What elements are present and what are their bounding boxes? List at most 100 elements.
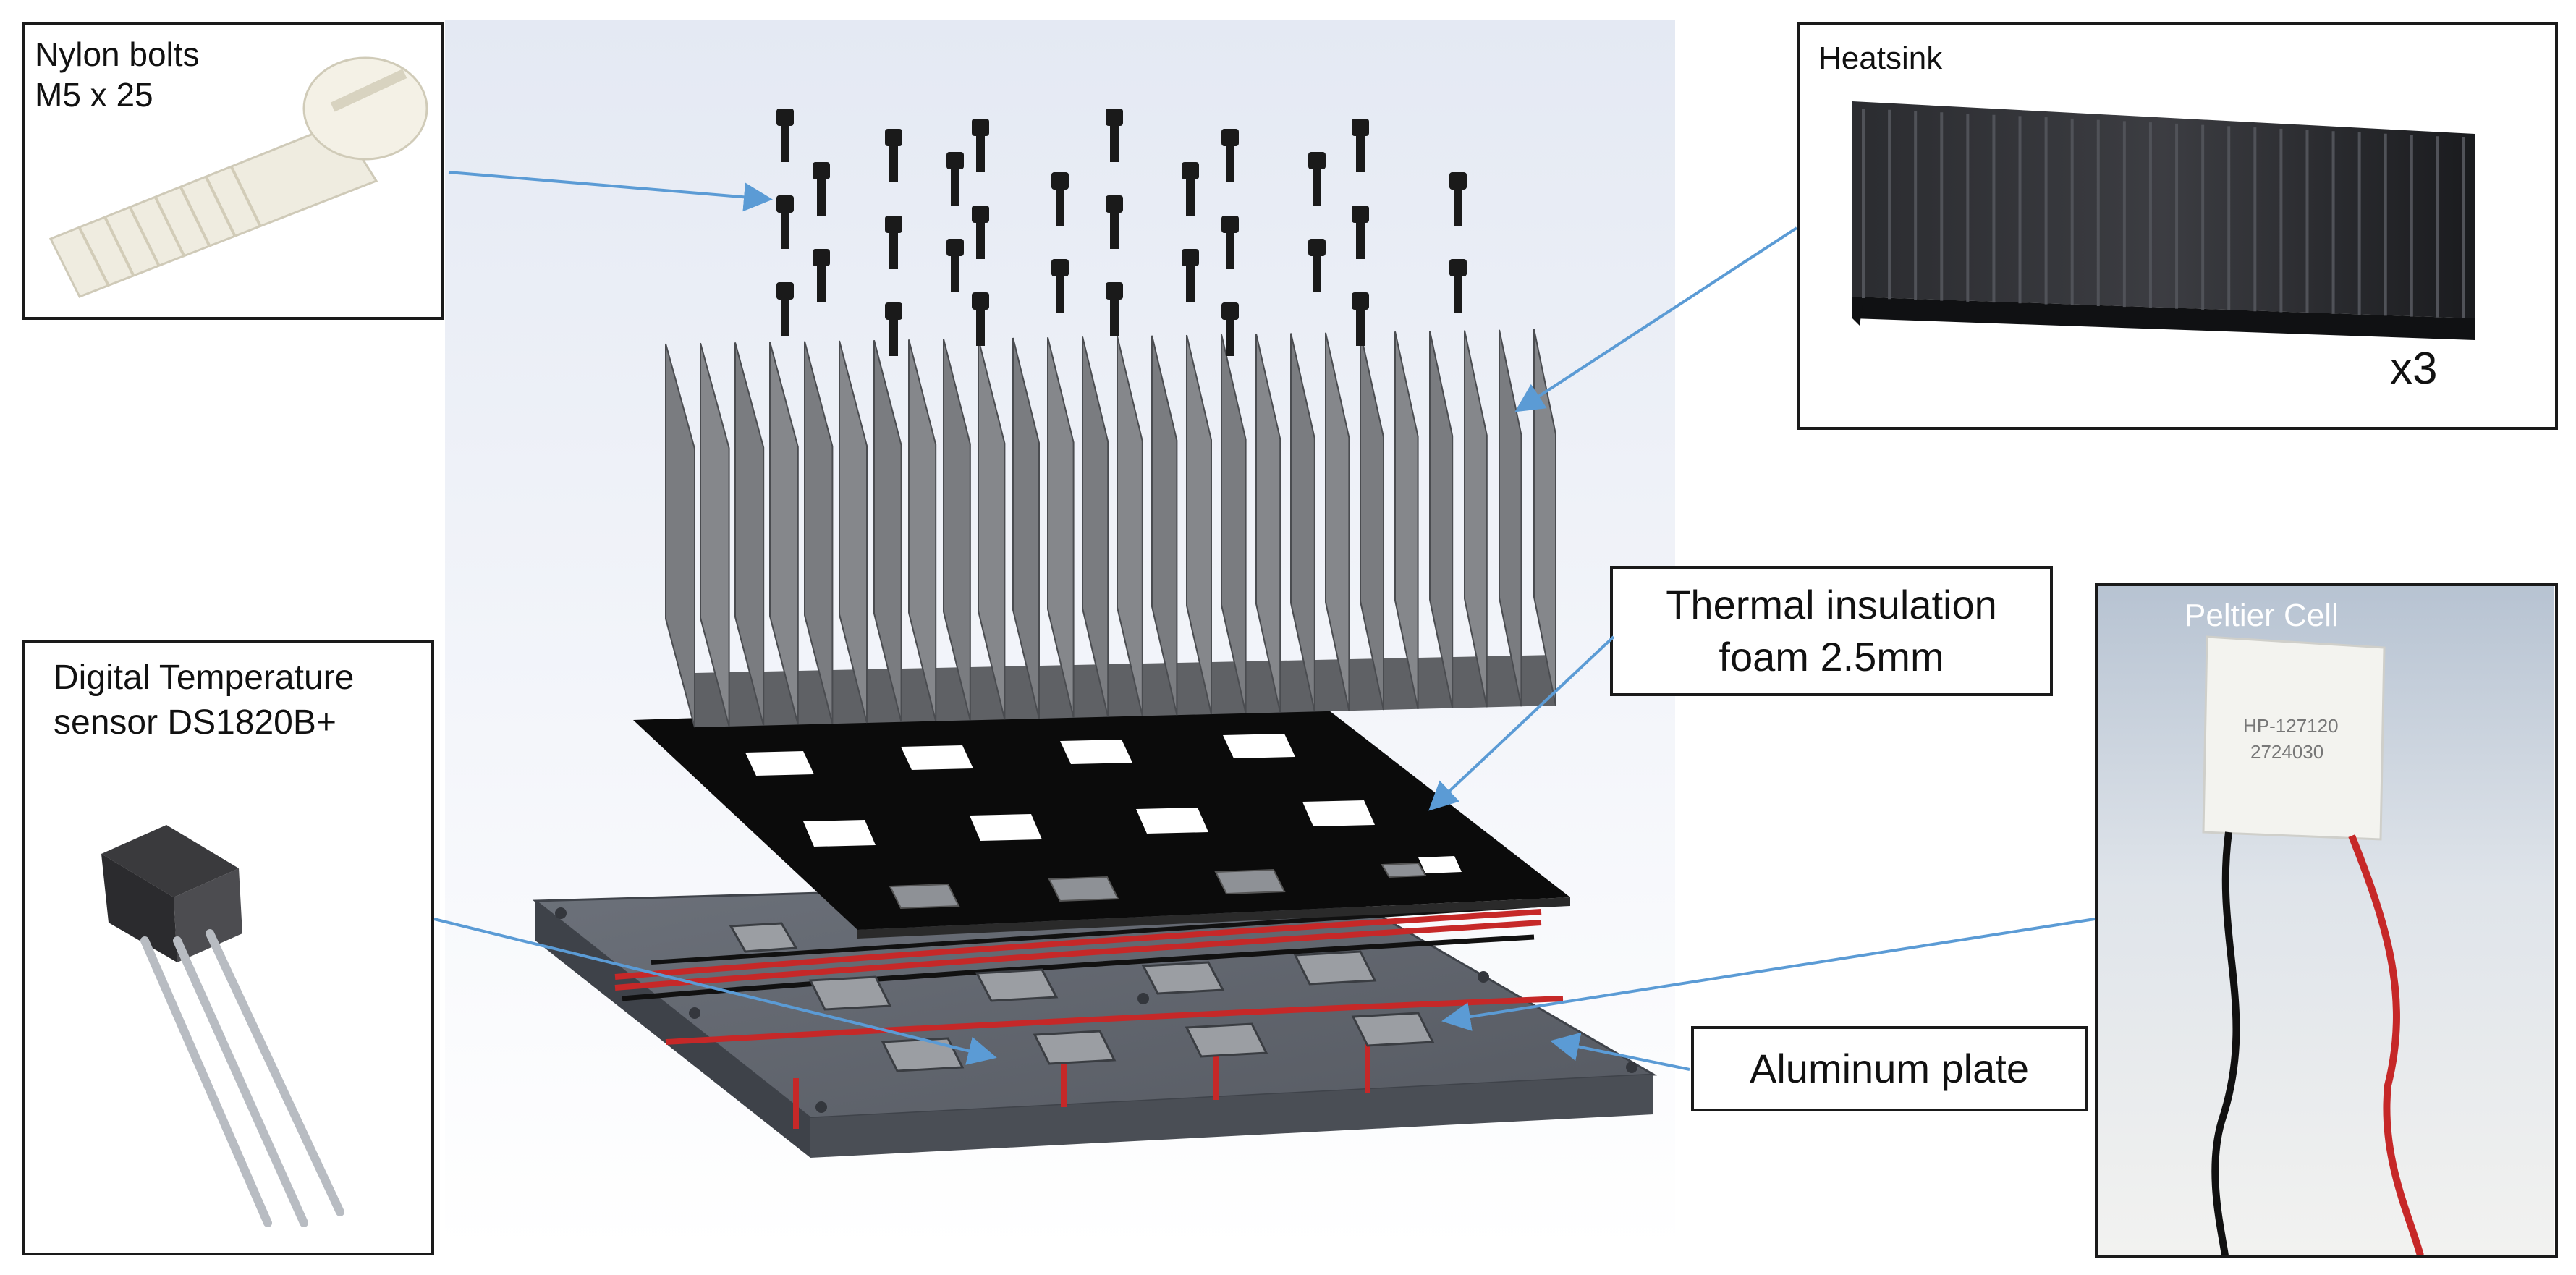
nylon-bolts-label-line2: M5 x 25: [35, 76, 153, 114]
bolt-head: [1051, 259, 1069, 276]
bolt-head: [1106, 282, 1123, 300]
bolt-head: [1449, 172, 1467, 190]
bolt-head: [1449, 259, 1467, 276]
bolt-head: [946, 152, 964, 169]
bolt-head: [813, 162, 830, 179]
heatsink-fin: [1325, 332, 1350, 711]
heatsink-fin: [943, 339, 971, 721]
bolt-shank: [781, 126, 789, 162]
bolt-head: [1221, 216, 1239, 233]
heatsink-fin: [1290, 333, 1315, 712]
bolt-shank: [781, 300, 789, 336]
heatsink-fin: [1186, 334, 1212, 715]
bolt-shank: [1186, 179, 1195, 216]
bolt-head: [946, 239, 964, 256]
bolt-shank: [1313, 169, 1321, 206]
peltier-label: Peltier Cell: [2185, 598, 2339, 633]
heatsink-render: [665, 329, 1556, 728]
bolt-head: [1182, 162, 1199, 179]
bolt-head: [1352, 292, 1369, 310]
bolt-head: [972, 206, 989, 223]
heatsink-fin: [1117, 336, 1143, 716]
bolt-shank: [1356, 136, 1365, 172]
bolt-head: [1308, 152, 1326, 169]
bolt-shank: [1226, 146, 1234, 182]
insulation-label-line2: foam 2.5mm: [1719, 634, 1944, 679]
peltier-callout: Peltier Cell: [2095, 583, 2558, 1258]
heatsink-fin: [908, 339, 937, 721]
bolt-shank: [817, 179, 826, 216]
bolt-shank: [1454, 276, 1462, 313]
bolt-shank: [951, 256, 959, 292]
heatsink-fin: [1151, 335, 1178, 716]
heatsink-label: Heatsink: [1818, 41, 1943, 76]
bolt-shank: [976, 136, 985, 172]
bolt-shank: [1056, 276, 1064, 313]
bolt-shank: [889, 146, 898, 182]
sensor-label-line1: Digital Temperature: [54, 658, 355, 697]
insulation-label-box: Thermal insulation foam 2.5mm: [1610, 566, 2053, 696]
bolt-head: [1106, 195, 1123, 213]
bolt-shank: [1226, 233, 1234, 269]
heatsink-fin: [769, 342, 799, 725]
bolt-shank: [976, 310, 985, 346]
insulation-label-line1: Thermal insulation: [1666, 582, 1997, 627]
bolt-head: [1221, 302, 1239, 320]
heatsink-fin: [1255, 334, 1281, 713]
heatsink-fin: [700, 342, 730, 727]
bolt-head: [1308, 239, 1326, 256]
heatsink-fin: [1082, 336, 1109, 717]
bolt-shank: [1110, 213, 1119, 249]
bolt-shank: [1056, 190, 1064, 226]
heatsink-fin: [873, 339, 902, 723]
bolt-shank: [1313, 256, 1321, 292]
insulation-foam-render: [633, 698, 1570, 939]
nylon-bolt-photo: [22, 56, 428, 304]
heatsink-fin: [1464, 330, 1488, 708]
bolt-head: [1182, 249, 1199, 266]
heatsink-callout: Heatsink x3: [1797, 22, 2558, 430]
bolt-head: [776, 195, 794, 213]
temperature-sensor-photo: [101, 825, 344, 1227]
aluminum-label: Aluminum plate: [1750, 1046, 2029, 1091]
bolt-head: [1106, 109, 1123, 126]
bolt-shank: [889, 320, 898, 356]
bolt-shank: [1226, 320, 1234, 356]
bolt-shank: [951, 169, 959, 206]
heatsink-fin: [734, 342, 765, 726]
peltier-print-line1: HP-127120: [2243, 715, 2339, 737]
heatsink-fin: [665, 343, 695, 728]
aluminum-label-box: Aluminum plate: [1691, 1026, 2088, 1111]
heatsink-count-label: x3: [2390, 344, 2438, 394]
bolt-shank: [976, 223, 985, 259]
heatsink-fin: [1394, 331, 1419, 710]
bolt-shank: [1356, 223, 1365, 259]
bolt-shank: [781, 213, 789, 249]
peltier-print-line2: 2724030: [2250, 741, 2323, 763]
bolt-shank: [817, 266, 826, 302]
bolt-head: [776, 109, 794, 126]
bolt-head: [813, 249, 830, 266]
bolts-render: [776, 109, 1467, 356]
heatsink-fin: [1221, 334, 1247, 714]
bolt-shank: [1110, 300, 1119, 336]
bolt-head: [885, 216, 902, 233]
bolt-shank: [1454, 190, 1462, 226]
bolt-head: [972, 119, 989, 136]
heatsink-photo: [1852, 101, 2475, 340]
heatsink-fin: [1047, 336, 1075, 719]
nylon-bolts-label-line1: Nylon bolts: [35, 35, 200, 73]
nylon-bolts-callout: Nylon bolts M5 x 25: [22, 22, 444, 320]
heatsink-fin: [1499, 329, 1522, 707]
bolt-shank: [889, 233, 898, 269]
sensor-label-line2: sensor DS1820B+: [54, 703, 336, 742]
temperature-sensor-callout: Digital Temperature sensor DS1820B+: [22, 640, 434, 1255]
bolt-head: [885, 302, 902, 320]
bolt-shank: [1186, 266, 1195, 302]
bolt-head: [1352, 119, 1369, 136]
heatsink-fin: [804, 341, 834, 724]
peltier-cell-photo: HP-127120 2724030: [2098, 586, 2554, 1257]
bolt-head: [776, 282, 794, 300]
